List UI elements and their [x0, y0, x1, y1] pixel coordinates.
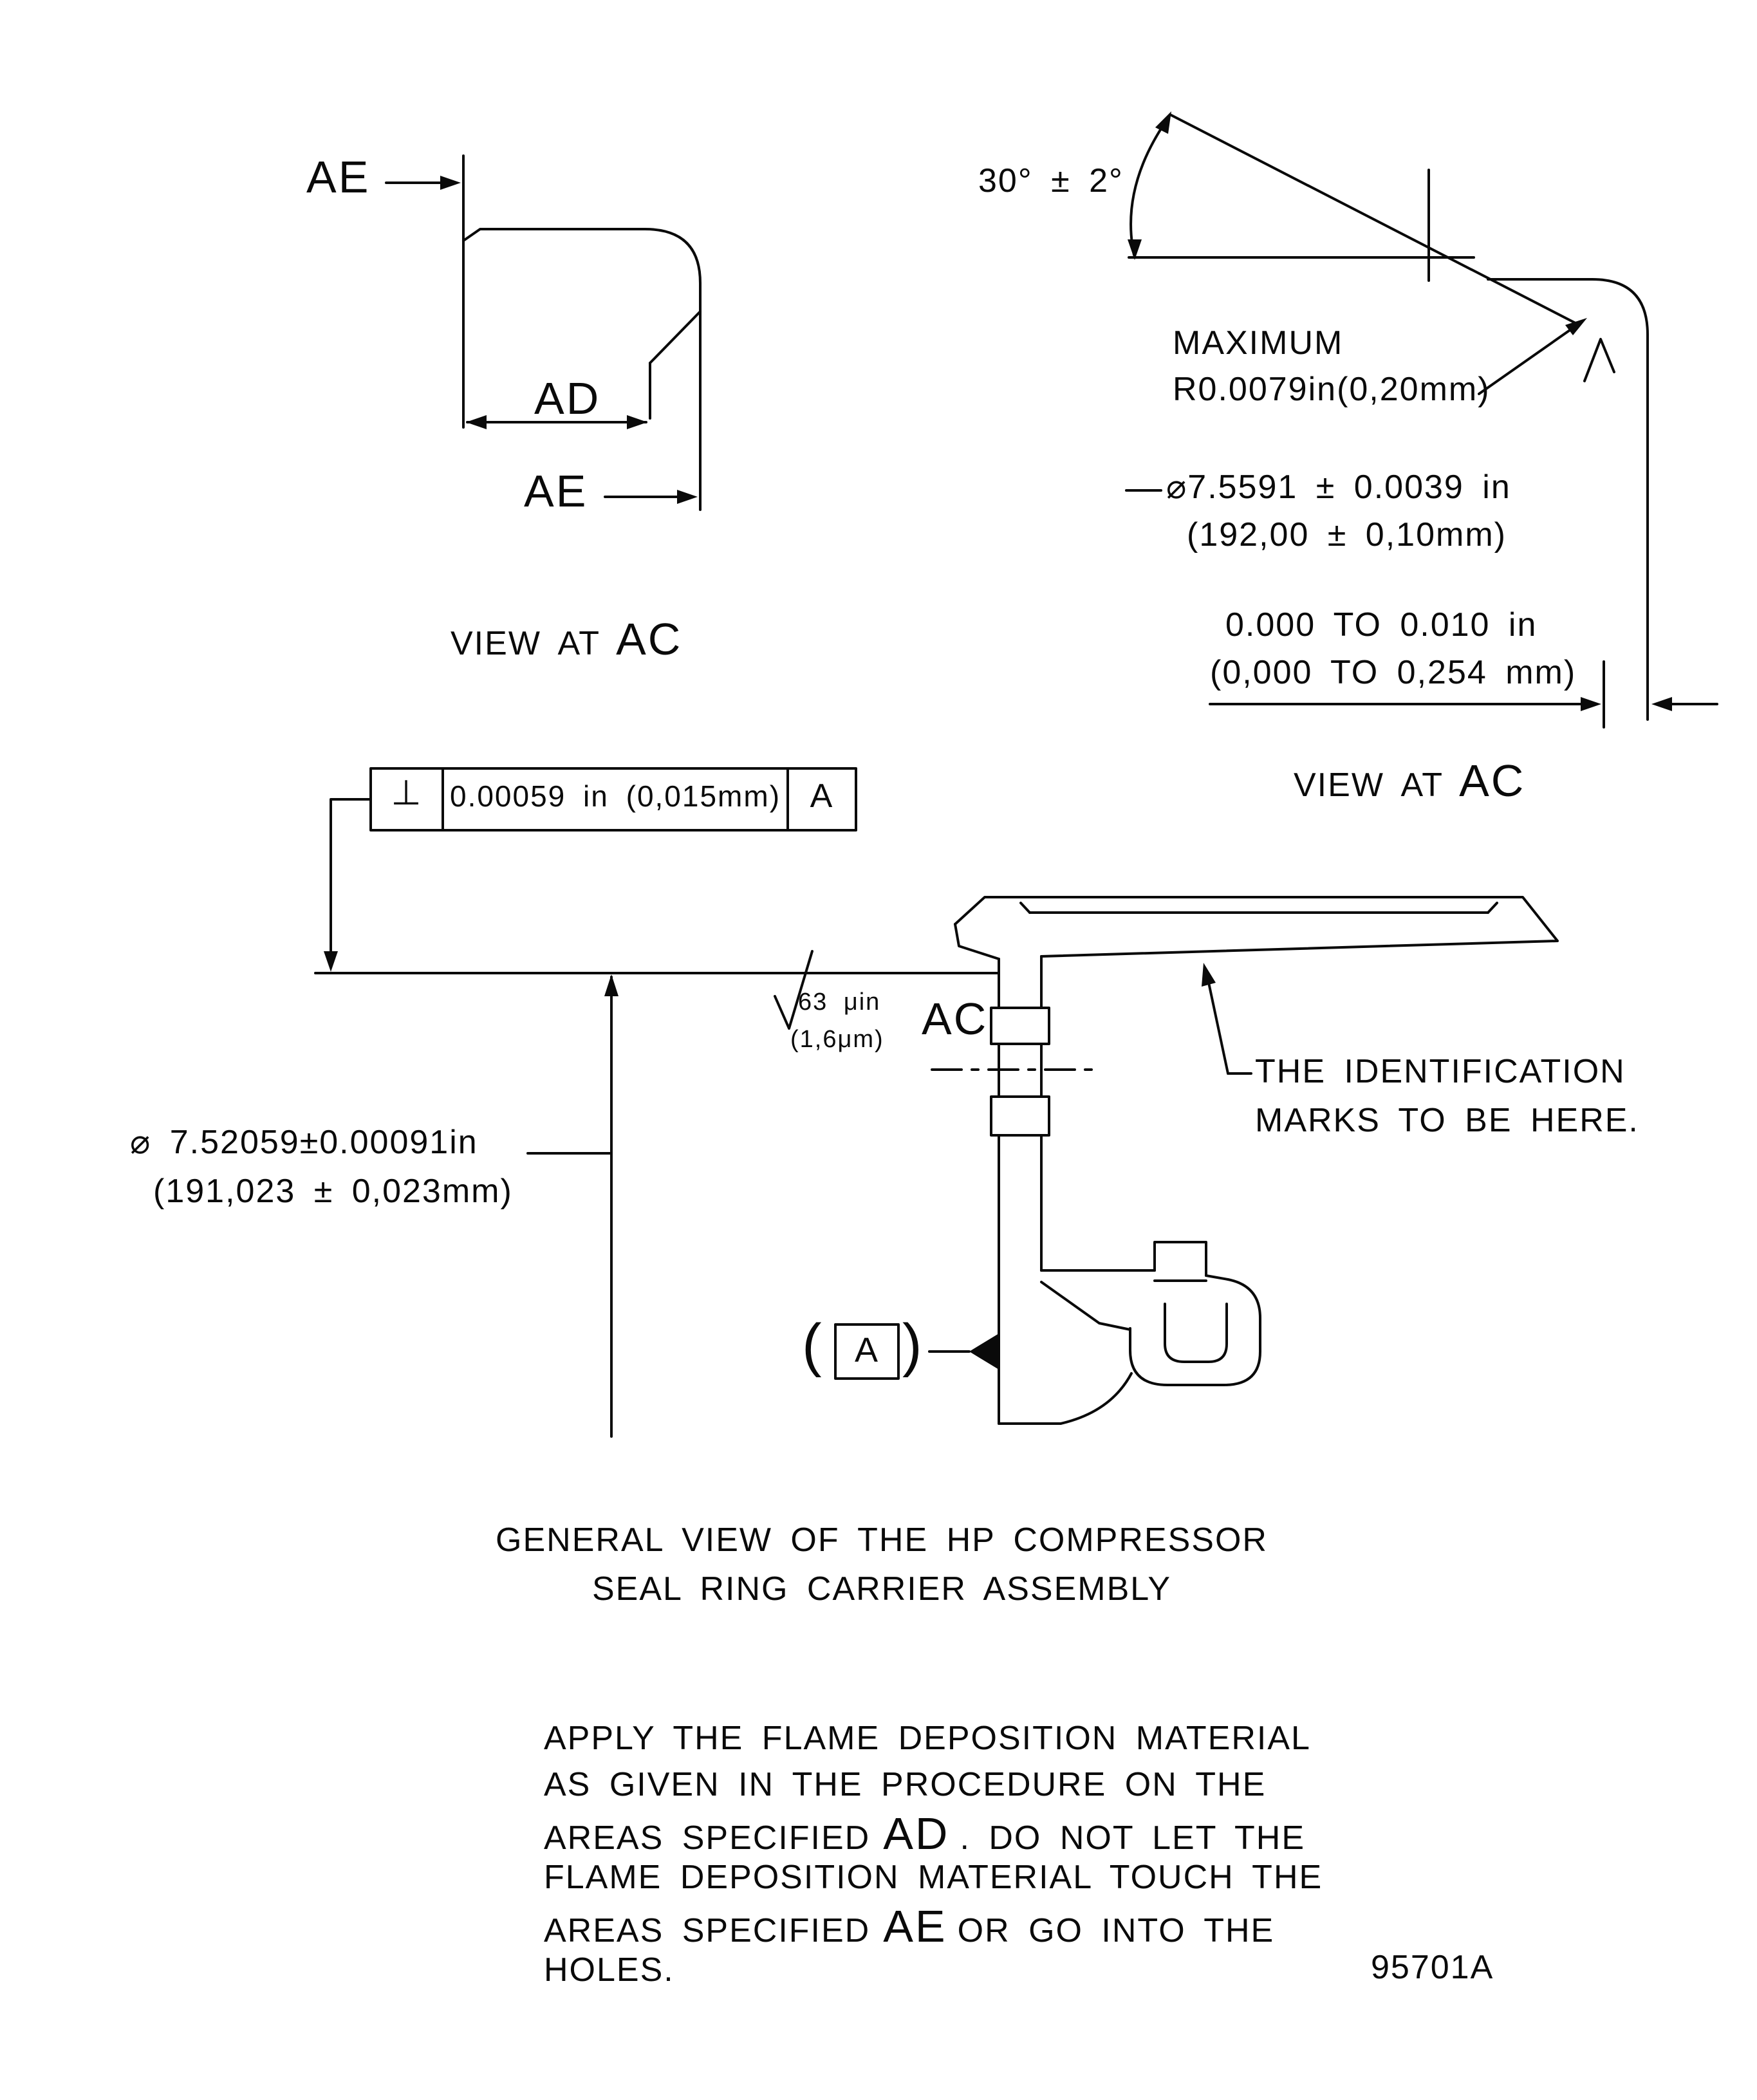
id-marks-note-line2: MARKS TO BE HERE. [1255, 1102, 1639, 1139]
id-marks-note-line1: THE IDENTIFICATION [1255, 1053, 1626, 1090]
corner-finish-mark [1583, 338, 1615, 382]
ad-label: AD [534, 373, 601, 423]
ae-bottom-label: AE [524, 466, 588, 516]
assembly-diameter-mm-label: (191,023 ± 0,023mm) [153, 1173, 513, 1210]
view-right-caption-text: VIEW AT [1294, 767, 1444, 804]
note-line-3-code: AD [883, 1808, 950, 1859]
hook-outer [1129, 1274, 1261, 1386]
view-left-geometry [385, 154, 702, 511]
flange-outline-top [954, 896, 1559, 958]
id-marks-surface-left-tick [1019, 902, 1031, 914]
id-marks-arrowhead [1202, 963, 1216, 987]
perpendicularity-icon: ⊥ [391, 774, 423, 812]
datum-triangle [969, 1333, 999, 1370]
surface-finish-um-label: (1,6μm) [790, 1026, 884, 1053]
angle-label: 30° ± 2° [978, 162, 1124, 200]
note-line-5-post: OR GO INTO THE [957, 1912, 1275, 1949]
note-line-3: AREAS SPECIFIED AD . DO NOT LET THE [544, 1811, 1305, 1857]
diameter-arrowhead [604, 974, 618, 996]
fcf-datum-reference: A [810, 777, 834, 815]
chamfer-line [1169, 113, 1577, 324]
ad-arrowhead-right [627, 415, 647, 429]
note-line-6: HOLES. [544, 1951, 674, 1989]
datum-paren-close: ) [902, 1312, 924, 1378]
part-top-profile [462, 228, 702, 284]
fcf-geometry [324, 767, 857, 972]
section-ac-label: AC [922, 994, 989, 1044]
fcf-leader [330, 798, 372, 964]
id-marks-leader [1205, 969, 1229, 1075]
view-right-caption: VIEW AT AC [1294, 758, 1525, 804]
maximum-label: MAXIMUM [1173, 324, 1344, 362]
gap-arrowhead-left [1581, 697, 1601, 711]
angle-arc-arrowhead-top [1155, 111, 1171, 134]
figure-number: 95701A [1371, 1949, 1494, 1986]
flange-outline-left-end [954, 923, 1000, 960]
gap-mm-label: (0,000 TO 0,254 mm) [1210, 654, 1577, 691]
ad-arrowhead-left [466, 415, 487, 429]
seal-groove-upper [990, 1007, 1050, 1045]
surface-finish-mark [774, 950, 813, 1030]
view-left-caption-text: VIEW AT [451, 625, 601, 662]
view-left-caption-code: AC [616, 614, 683, 664]
angle-arc [1130, 116, 1170, 256]
datum-letter: A [854, 1331, 880, 1370]
corner-radius [1591, 278, 1649, 336]
radius-leader [1478, 323, 1579, 395]
figure-caption-line2: SEAL RING CARRIER ASSEMBLY [591, 1570, 1172, 1608]
gap-in-label: 0.000 TO 0.010 in [1225, 606, 1538, 644]
note-line-4: FLAME DEPOSITION MATERIAL TOUCH THE [544, 1859, 1323, 1896]
assembly-diameter-in-label: ⌀ 7.52059±0.00091in [130, 1124, 478, 1161]
radius-label: R0.0079in(0,20mm) [1173, 371, 1491, 408]
datum-paren-open: ( [802, 1312, 823, 1378]
note-line-5-pre: AREAS SPECIFIED [544, 1912, 871, 1949]
note-line-2: AS GIVEN IN THE PROCEDURE ON THE [544, 1766, 1267, 1803]
surface-finish-uin-label: 63 μin [798, 989, 881, 1016]
angle-arc-arrowhead-bottom [1128, 239, 1142, 260]
seal-groove-lower [990, 1095, 1050, 1137]
diameter-in-label: ⌀7.5591 ± 0.0039 in [1166, 469, 1511, 506]
inner-chamfer [649, 310, 702, 364]
figure-caption-line1: GENERAL VIEW OF THE HP COMPRESSOR [496, 1521, 1268, 1559]
note-line-1: APPLY THE FLAME DEPOSITION MATERIAL [544, 1720, 1311, 1757]
stem-bottom-curve [1059, 1372, 1133, 1425]
fcf-tolerance-value: 0.00059 in (0,015mm) [449, 779, 781, 813]
hook-inner [1164, 1303, 1228, 1363]
note-line-5-code: AE [883, 1901, 947, 1951]
radius-arrowhead [1565, 318, 1587, 335]
clevis-tab [1153, 1241, 1207, 1277]
id-marks-surface-right-tick [1487, 902, 1498, 914]
view-right-caption-code: AC [1459, 756, 1526, 806]
view-left-caption: VIEW AT AC [451, 617, 682, 662]
ae-top-arrowhead [440, 176, 461, 190]
datum-letter-box [834, 1323, 900, 1380]
note-line-3-post: . DO NOT LET THE [960, 1819, 1306, 1857]
diameter-mm-label: (192,00 ± 0,10mm) [1187, 516, 1507, 553]
view-right-geometry [1125, 111, 1718, 729]
fcf-leader-arrowhead [324, 951, 338, 972]
stem-flare [1040, 1281, 1131, 1331]
note-line-5: AREAS SPECIFIED AE OR GO INTO THE [544, 1904, 1274, 1949]
gap-arrowhead-right [1651, 697, 1672, 711]
note-line-3-pre: AREAS SPECIFIED [544, 1819, 871, 1857]
ae-bottom-arrowhead [677, 490, 698, 504]
assembly-geometry [314, 896, 1559, 1438]
ae-top-label: AE [306, 152, 371, 202]
